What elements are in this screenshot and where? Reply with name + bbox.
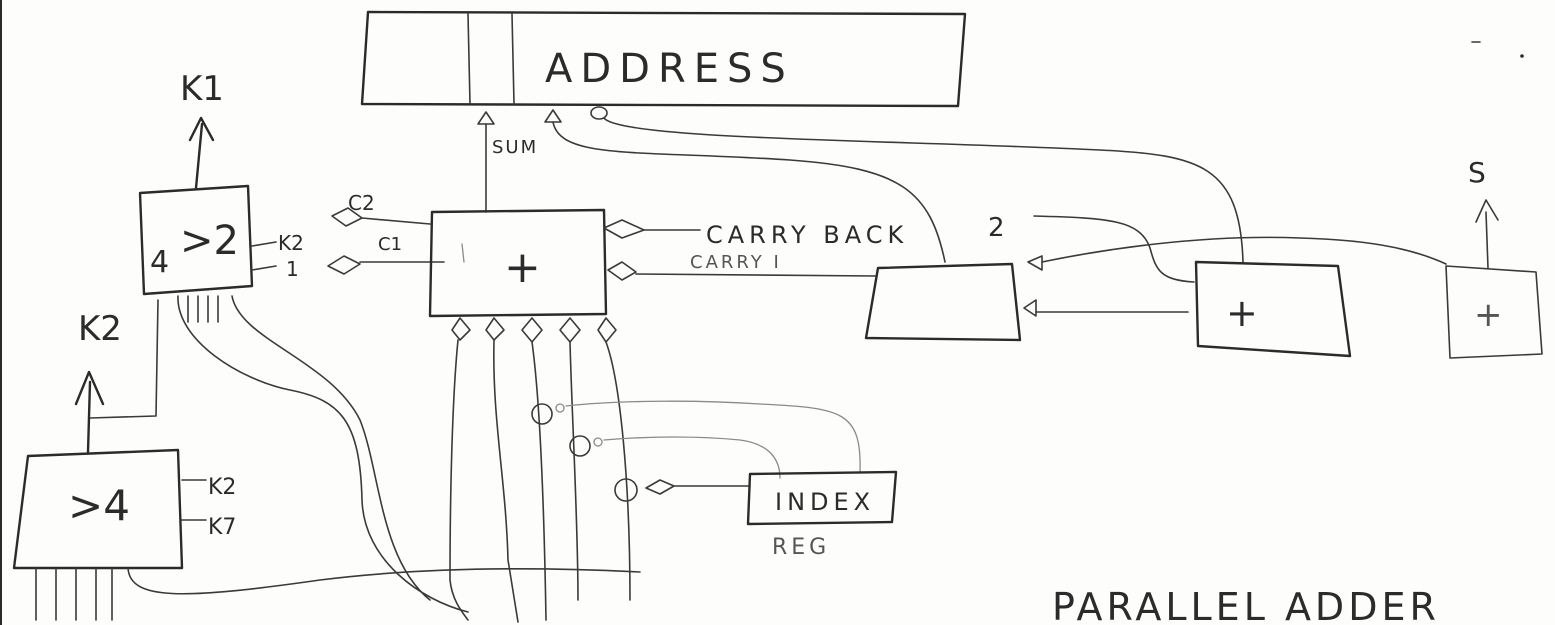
s-label: S bbox=[1468, 156, 1486, 189]
carry-back-label: CARRY BACK bbox=[706, 221, 908, 249]
index-select-gates bbox=[532, 401, 860, 501]
adder-3: + bbox=[1446, 266, 1542, 358]
comparator-gt2: 4 >2 K2 1 bbox=[140, 186, 304, 322]
main-adder: + bbox=[430, 210, 606, 316]
k2-arrow-shaft bbox=[88, 382, 90, 452]
feedback-input-circle bbox=[591, 107, 607, 119]
carry-input-triangle bbox=[545, 110, 561, 122]
sum-input-triangle bbox=[478, 112, 494, 124]
comparator-gt4-symbol: >4 bbox=[68, 481, 130, 530]
bus-wire-a bbox=[178, 296, 468, 612]
adder-3-symbol: + bbox=[1474, 295, 1503, 335]
carry-in-wire bbox=[636, 274, 876, 276]
k2-label: K2 bbox=[78, 309, 122, 349]
main-adder-symbol: + bbox=[504, 242, 541, 293]
address-label: ADDRESS bbox=[545, 46, 794, 92]
stray-dot bbox=[1520, 54, 1524, 58]
c1-input-diamond bbox=[328, 256, 360, 274]
bus-wire-c bbox=[128, 568, 640, 594]
k1-arrow-shaft bbox=[196, 124, 202, 188]
index-register: INDEX REG bbox=[748, 472, 896, 560]
comparator-gt4-k2-label: K2 bbox=[208, 475, 236, 500]
adder-2-symbol: + bbox=[1226, 291, 1258, 335]
diagram-caption: PARALLEL ADDER bbox=[1052, 585, 1440, 625]
sum-label: SUM bbox=[492, 137, 538, 158]
comparator-gt2-symbol: >2 bbox=[180, 218, 239, 264]
comparator-gt4: >4 K2 K7 bbox=[14, 450, 236, 620]
comparator-gt2-input: 4 bbox=[150, 245, 169, 280]
c1-label: C1 bbox=[378, 234, 402, 255]
carry-back-diamond bbox=[604, 220, 644, 238]
carry-box bbox=[866, 237, 1446, 340]
address-register: ADDRESS bbox=[362, 12, 965, 106]
index-reg-line2: REG bbox=[772, 535, 830, 560]
comparator-gt2-one-label: 1 bbox=[286, 257, 299, 281]
main-adder-bottom-inputs bbox=[450, 318, 630, 622]
index-reg-line1: INDEX bbox=[775, 488, 875, 516]
label-two: 2 bbox=[988, 213, 1005, 243]
comparator-gt4-k7-label: K7 bbox=[208, 515, 236, 540]
k1-label: K1 bbox=[180, 69, 224, 109]
address-input-markers bbox=[478, 107, 607, 124]
carry-in-diamond bbox=[608, 262, 636, 280]
comparator-gt2-k2-label: K2 bbox=[278, 231, 304, 255]
adder-2: + bbox=[1196, 262, 1350, 356]
carry-in-label: CARRY I bbox=[690, 252, 782, 273]
bus-wire-b bbox=[232, 296, 430, 600]
